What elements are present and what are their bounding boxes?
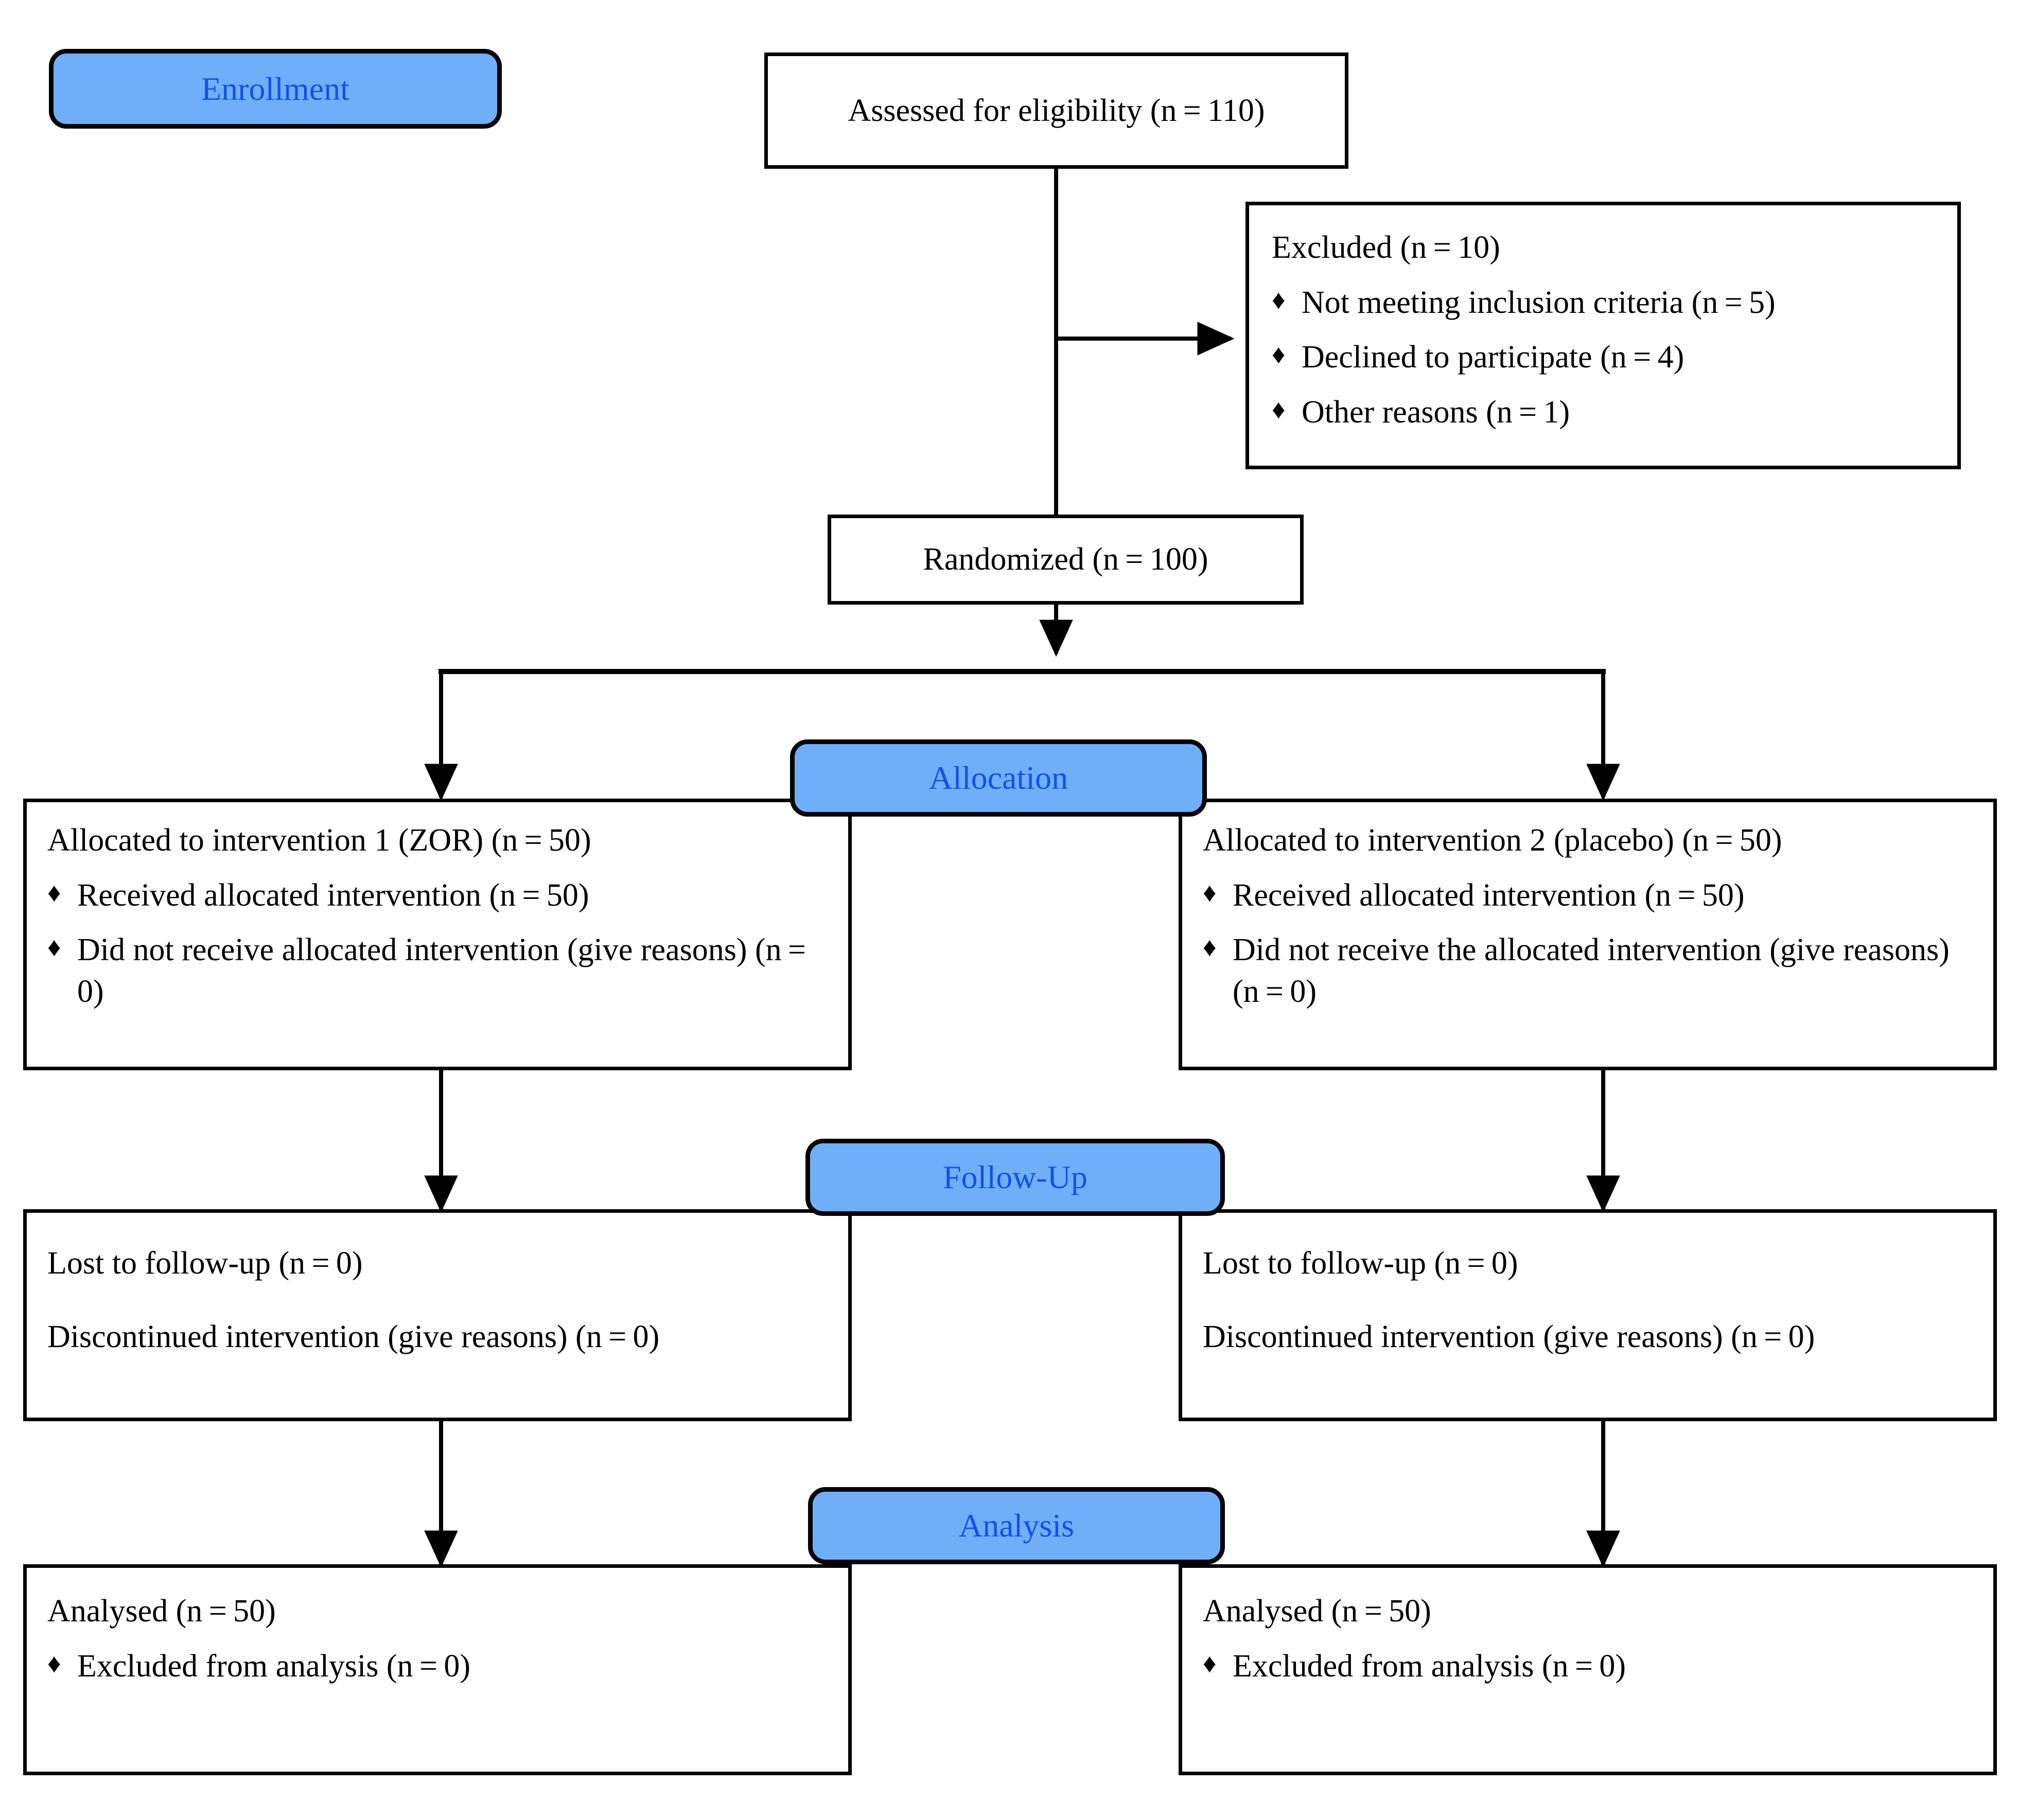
- box-allocation-left: Allocated to intervention 1 (ZOR) (n = 5…: [23, 799, 852, 1070]
- analysis-left-bullet-item: ♦ Excluded from analysis (n = 0): [47, 1646, 828, 1687]
- box-analysis-right: Analysed (n = 50) ♦ Excluded from analys…: [1179, 1564, 1997, 1775]
- excluded-reason-item: ♦ Other reasons (n = 1): [1272, 392, 1935, 433]
- phase-banner-allocation: Allocation: [790, 739, 1207, 817]
- phase-banner-allocation-label: Allocation: [928, 759, 1068, 796]
- phase-banner-followup-label: Follow-Up: [943, 1159, 1087, 1195]
- diamond-bullet-icon: ♦: [1272, 285, 1286, 315]
- diamond-bullet-icon: ♦: [47, 1649, 61, 1678]
- analysis-left-bullet-text: Excluded from analysis (n = 0): [77, 1648, 470, 1684]
- allocation-right-bullet-item: ♦ Did not receive the allocated interven…: [1203, 929, 1973, 1012]
- excluded-reason-text: Other reasons (n = 1): [1302, 394, 1570, 430]
- phase-banner-analysis: Analysis: [808, 1487, 1225, 1564]
- excluded-reason-text: Not meeting inclusion criteria (n = 5): [1302, 285, 1776, 320]
- allocation-left-bullet-item: ♦ Received allocated intervention (n = 5…: [47, 875, 828, 916]
- allocation-left-bullet-text: Received allocated intervention (n = 50): [77, 877, 589, 913]
- analysis-right-bullet-text: Excluded from analysis (n = 0): [1233, 1648, 1626, 1684]
- diamond-bullet-icon: ♦: [1203, 878, 1217, 908]
- followup-left-line: Lost to follow-up (n = 0): [47, 1246, 363, 1281]
- diamond-bullet-icon: ♦: [47, 933, 61, 963]
- analysis-right-bullet-item: ♦ Excluded from analysis (n = 0): [1203, 1646, 1973, 1687]
- phase-banner-enrollment: Enrollment: [49, 49, 502, 129]
- allocation-left-heading: Allocated to intervention 1 (ZOR) (n = 5…: [47, 823, 591, 858]
- diamond-bullet-icon: ♦: [1272, 340, 1286, 370]
- followup-right-line: Discontinued intervention (give reasons)…: [1203, 1319, 1815, 1354]
- randomized-text: Randomized (n = 100): [923, 542, 1208, 577]
- allocation-right-bullet-text: Received allocated intervention (n = 50): [1233, 877, 1745, 913]
- box-followup-left: Lost to follow-up (n = 0) Discontinued i…: [23, 1209, 852, 1421]
- diamond-bullet-icon: ♦: [47, 878, 61, 908]
- allocation-right-heading: Allocated to intervention 2 (placebo) (n…: [1203, 823, 1782, 858]
- analysis-right-heading: Analysed (n = 50): [1203, 1594, 1431, 1629]
- excluded-reason-item: ♦ Declined to participate (n = 4): [1272, 337, 1935, 378]
- allocation-right-bullet-item: ♦ Received allocated intervention (n = 5…: [1203, 875, 1973, 916]
- box-assessed-for-eligibility: Assessed for eligibility (n = 110): [764, 52, 1348, 169]
- allocation-left-bullet-item: ♦ Did not receive allocated intervention…: [47, 929, 828, 1012]
- analysis-left-heading: Analysed (n = 50): [47, 1594, 276, 1629]
- box-allocation-right: Allocated to intervention 2 (placebo) (n…: [1179, 799, 1997, 1070]
- followup-left-line: Discontinued intervention (give reasons)…: [47, 1319, 660, 1354]
- diamond-bullet-icon: ♦: [1272, 395, 1286, 425]
- box-followup-right: Lost to follow-up (n = 0) Discontinued i…: [1179, 1209, 1997, 1421]
- excluded-reason-text: Declined to participate (n = 4): [1302, 340, 1684, 375]
- allocation-right-bullet-text: Did not receive the allocated interventi…: [1233, 932, 1950, 1009]
- followup-right-line: Lost to follow-up (n = 0): [1203, 1246, 1518, 1281]
- allocation-left-bullet-text: Did not receive allocated intervention (…: [77, 932, 813, 1009]
- box-excluded: Excluded (n = 10) ♦ Not meeting inclusio…: [1245, 202, 1961, 469]
- phase-banner-analysis-label: Analysis: [959, 1507, 1074, 1544]
- phase-banner-enrollment-label: Enrollment: [201, 70, 349, 107]
- phase-banner-followup: Follow-Up: [805, 1139, 1225, 1216]
- diamond-bullet-icon: ♦: [1203, 933, 1217, 963]
- box-randomized: Randomized (n = 100): [828, 515, 1304, 605]
- excluded-heading: Excluded (n = 10): [1272, 230, 1500, 265]
- diamond-bullet-icon: ♦: [1203, 1649, 1217, 1678]
- box-analysis-left: Analysed (n = 50) ♦ Excluded from analys…: [23, 1564, 852, 1775]
- assessed-for-eligibility-text: Assessed for eligibility (n = 110): [848, 93, 1265, 128]
- excluded-reason-item: ♦ Not meeting inclusion criteria (n = 5): [1272, 282, 1935, 324]
